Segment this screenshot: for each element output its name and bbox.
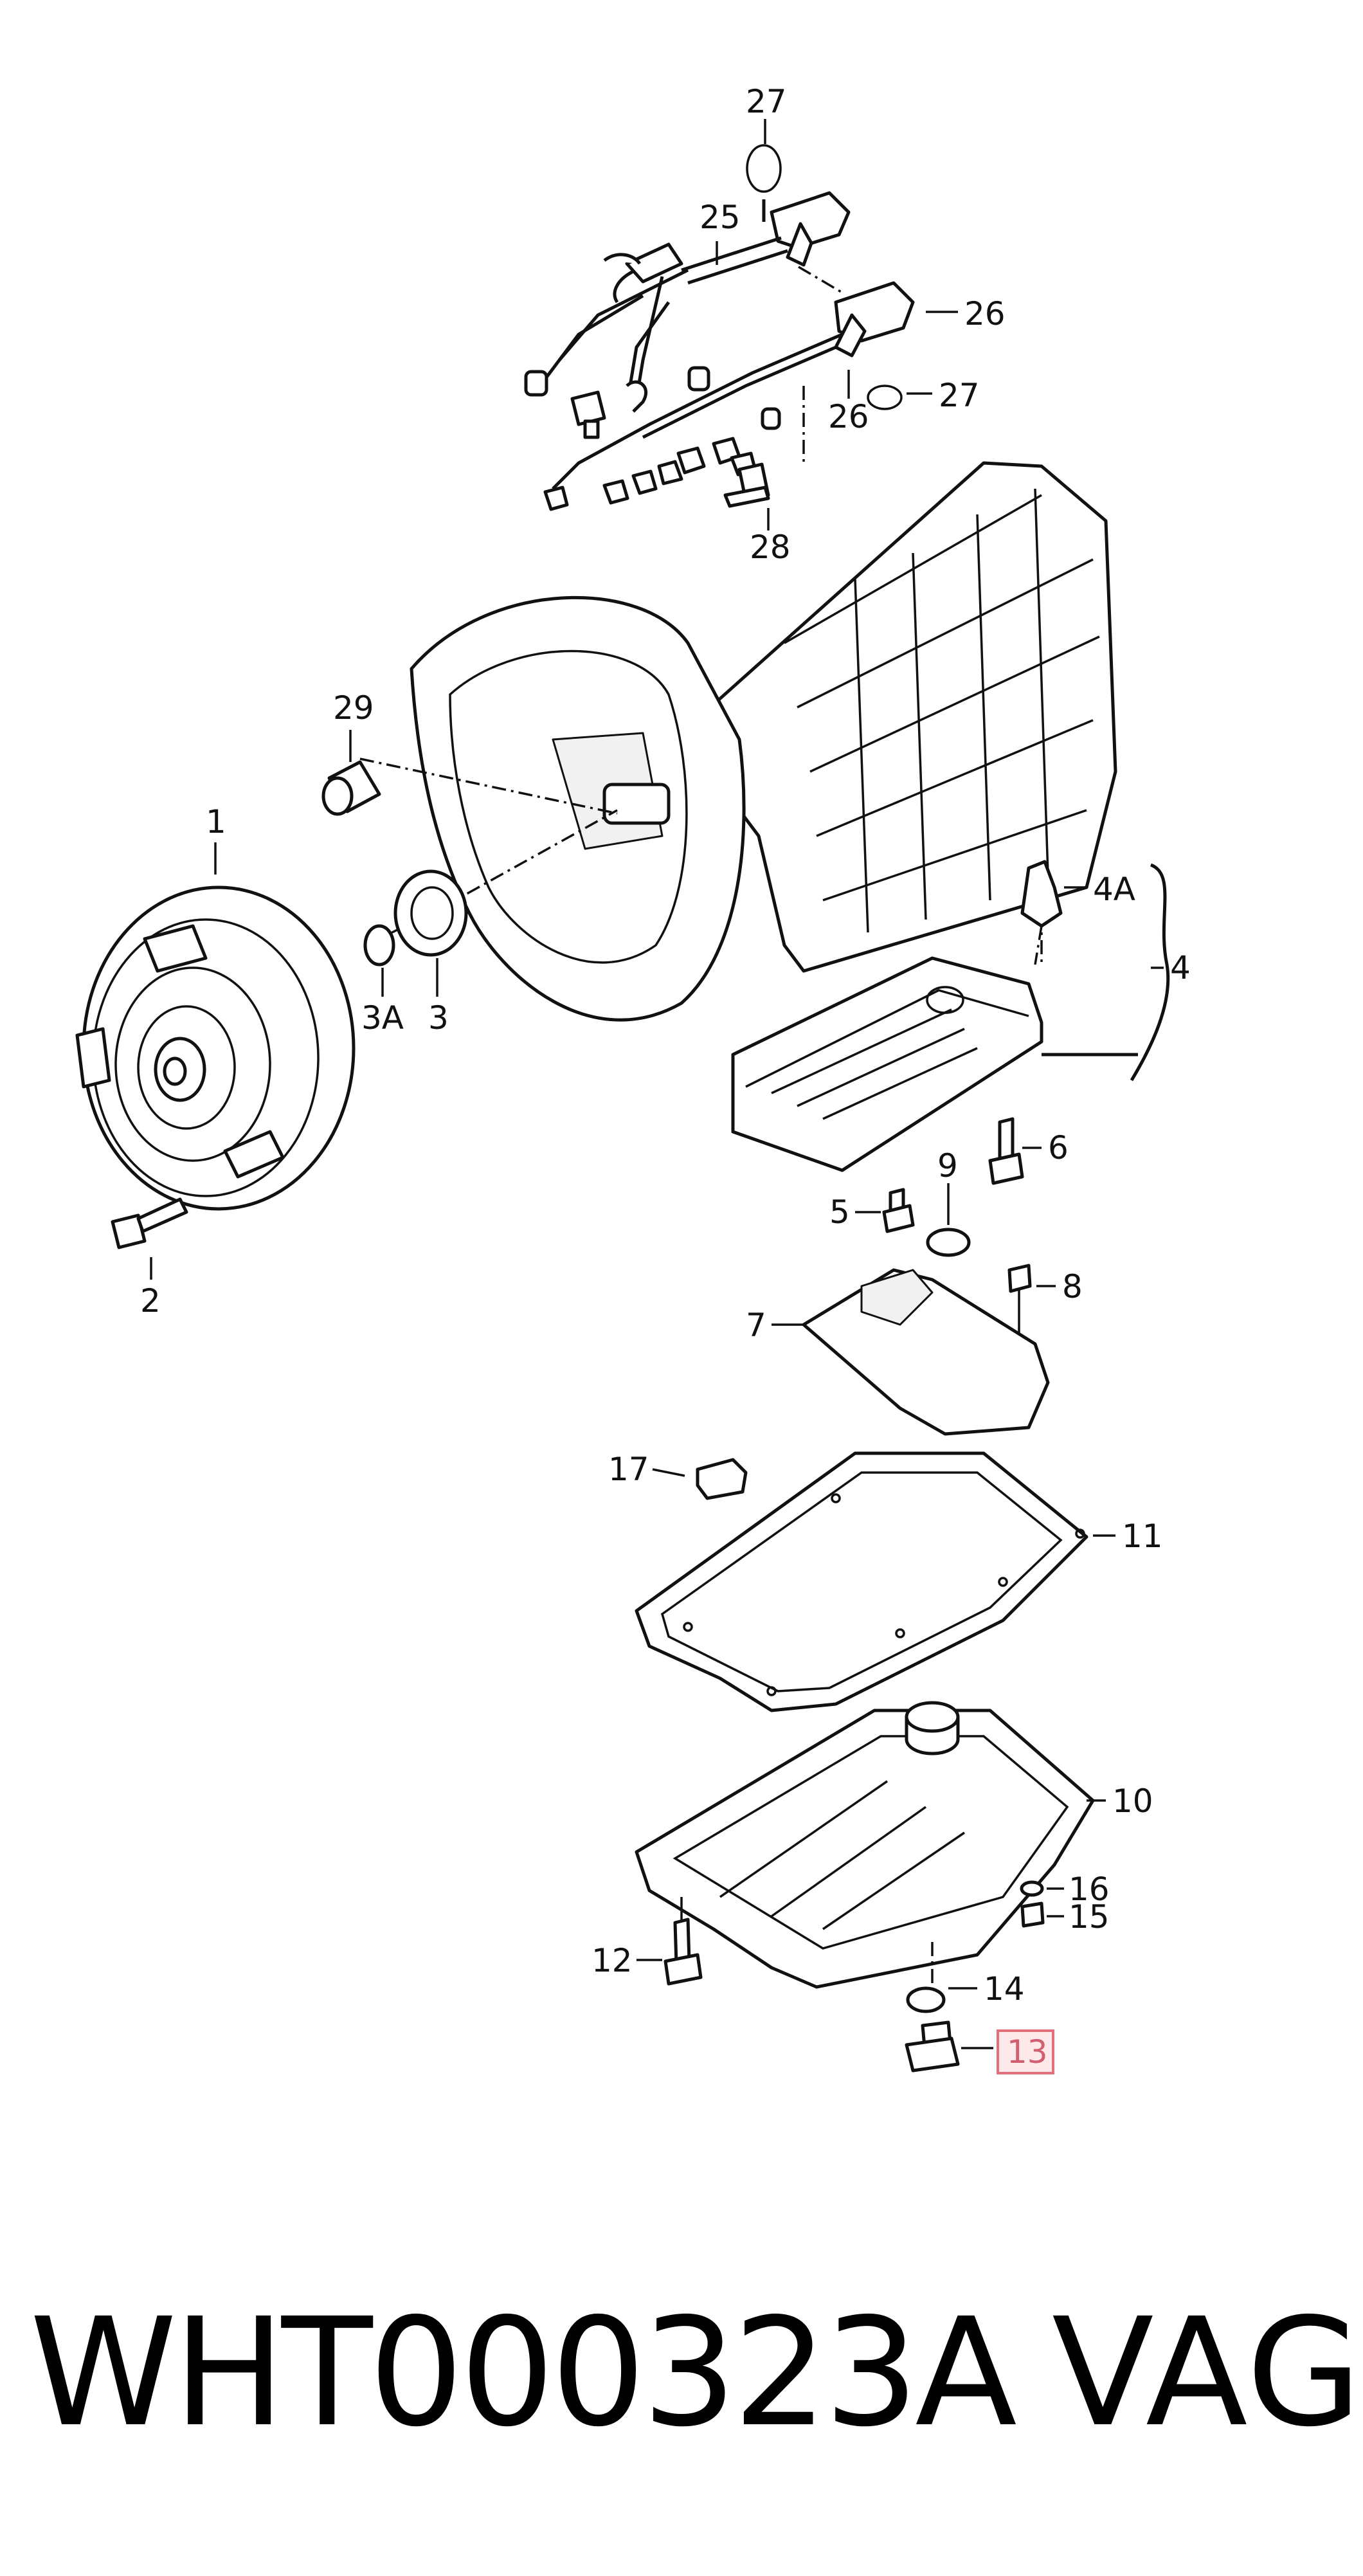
seals <box>363 869 468 966</box>
valve-body <box>731 860 1170 1172</box>
part-number: WHT000323A <box>30 2286 1017 2460</box>
oil-pan <box>635 1701 1095 1989</box>
callout-25: 25 <box>700 199 741 236</box>
callout-labels: 27 25 26 27 26 28 29 1 4A 4 3A 3 2 6 9 5… <box>140 83 1191 2074</box>
callout-27a: 27 <box>746 83 787 120</box>
callout-13: 13 <box>1007 2033 1048 2071</box>
footer: WHT000323A VAG <box>0 2289 1363 2456</box>
callout-12: 12 <box>591 1942 633 1979</box>
callout-28: 28 <box>750 529 791 566</box>
callout-3A: 3A <box>361 999 404 1037</box>
callout-17: 17 <box>608 1451 649 1488</box>
callout-26a: 26 <box>964 295 1006 332</box>
highlight-box-13 <box>997 2029 1054 2074</box>
transmission-housing <box>359 461 1117 1022</box>
oil-filter <box>802 1268 1050 1436</box>
wiring-harness <box>524 144 915 511</box>
callout-15: 15 <box>1069 1898 1110 1936</box>
callout-10: 10 <box>1112 1782 1153 1820</box>
leader-lines <box>150 119 1164 2049</box>
callout-4: 4 <box>1170 949 1191 986</box>
callout-4A: 4A <box>1093 871 1135 908</box>
callout-11: 11 <box>1122 1518 1163 1555</box>
torque-converter <box>75 885 356 1249</box>
callout-5: 5 <box>829 1193 850 1231</box>
drain-parts <box>663 1880 1045 2073</box>
needle-bearing <box>321 760 381 816</box>
callout-8: 8 <box>1062 1268 1083 1305</box>
callout-14: 14 <box>984 1970 1025 2008</box>
callout-9: 9 <box>937 1147 958 1184</box>
pan-gasket <box>635 1451 1088 1712</box>
callout-16: 16 <box>1069 1871 1110 1908</box>
brand-name: VAG <box>1052 2286 1363 2460</box>
callout-26b: 26 <box>828 398 869 435</box>
callout-1: 1 <box>206 803 226 840</box>
callout-3: 3 <box>428 999 449 1037</box>
callout-7: 7 <box>746 1307 766 1344</box>
callout-6: 6 <box>1048 1129 1069 1166</box>
callout-2: 2 <box>140 1282 161 1320</box>
magnet <box>696 1458 748 1500</box>
callout-29: 29 <box>333 689 374 727</box>
callout-27b: 27 <box>939 377 980 414</box>
